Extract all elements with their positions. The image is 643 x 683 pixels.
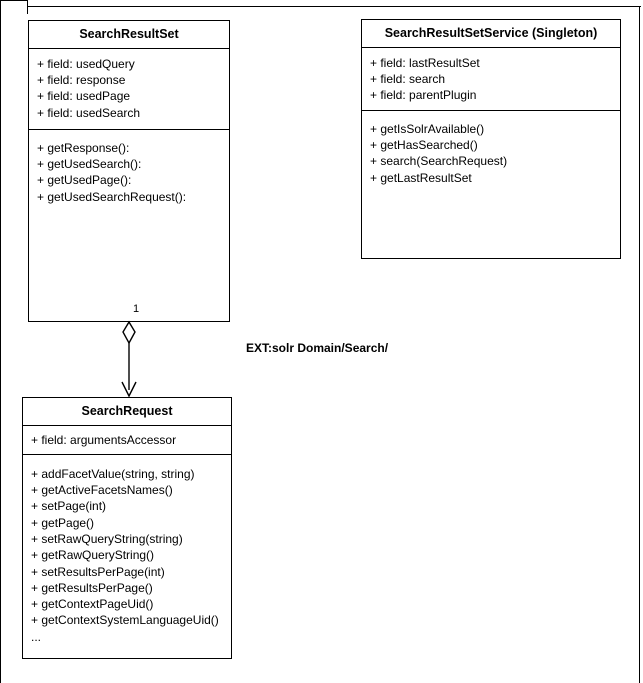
class-method: + setPage(int) — [31, 499, 107, 514]
class-method: + getRawQueryString() — [31, 548, 155, 563]
class-methods-search-request: + addFacetValue(string, string) + getAct… — [23, 455, 231, 653]
class-method: + getContextSystemLanguageUid() — [31, 613, 219, 628]
page-frame-top-edge — [27, 6, 641, 7]
class-method: + getResultsPerPage() — [31, 580, 153, 595]
class-field: + field: response — [37, 73, 126, 88]
page-tab-corner — [0, 0, 28, 14]
class-method: + setResultsPerPage(int) — [31, 564, 165, 579]
class-method: + getActiveFacetsNames() — [31, 483, 173, 498]
class-field: + field: parentPlugin — [370, 88, 477, 103]
class-methods-search-result-set: + getResponse(): + getUsedSearch(): + ge… — [29, 130, 229, 213]
class-method: + addFacetValue(string, string) — [31, 466, 195, 481]
class-method: + getResponse(): — [37, 140, 130, 155]
class-fields-search-result-set: + field: usedQuery + field: response + f… — [29, 49, 229, 130]
class-method: + getIsSolrAvailable() — [370, 121, 485, 136]
class-method: + getHasSearched() — [370, 138, 478, 153]
class-method: + getUsedSearchRequest(): — [37, 189, 187, 204]
multiplicity-label-source: 1 — [133, 303, 140, 315]
class-fields-search-request: + field: argumentsAccessor — [23, 426, 231, 455]
class-box-search-request[interactable]: SearchRequest + field: argumentsAccessor… — [22, 397, 232, 659]
class-title-search-request: SearchRequest — [23, 398, 231, 426]
class-box-search-result-set[interactable]: SearchResultSet + field: usedQuery + fie… — [28, 20, 230, 322]
class-methods-search-result-set-service: + getIsSolrAvailable() + getHasSearched(… — [362, 111, 620, 194]
class-box-search-result-set-service[interactable]: SearchResultSetService (Singleton) + fie… — [361, 19, 621, 259]
class-method: + setRawQueryString(string) — [31, 531, 183, 546]
class-field: + field: argumentsAccessor — [31, 432, 177, 447]
class-method: + getUsedPage(): — [37, 173, 132, 188]
class-method: ... — [31, 629, 42, 644]
class-field: + field: usedSearch — [37, 105, 141, 120]
class-method: + getContextPageUid() — [31, 597, 154, 612]
class-field: + field: usedQuery — [37, 56, 135, 71]
class-method: + getLastResultSet — [370, 170, 472, 185]
class-method: + getUsedSearch(): — [37, 157, 142, 172]
class-field: + field: search — [370, 72, 446, 87]
class-title-search-result-set-service: SearchResultSetService (Singleton) — [362, 20, 620, 48]
class-field: + field: lastResultSet — [370, 55, 480, 70]
annotation-ext-solr: EXT:solr Domain/Search/ — [246, 341, 389, 355]
class-method: + getPage() — [31, 515, 95, 530]
class-title-search-result-set: SearchResultSet — [29, 21, 229, 49]
class-method: + search(SearchRequest) — [370, 154, 508, 169]
class-fields-search-result-set-service: + field: lastResultSet + field: search +… — [362, 48, 620, 111]
page-frame — [0, 6, 640, 683]
class-field: + field: usedPage — [37, 89, 131, 104]
